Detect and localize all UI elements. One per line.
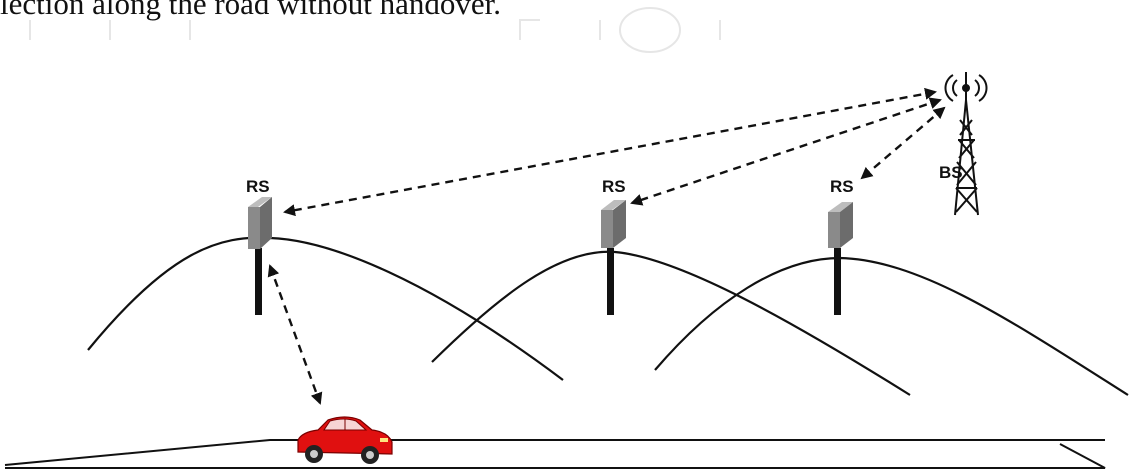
road (5, 440, 1105, 468)
relay-station-1 (248, 197, 272, 249)
relay-poles (255, 248, 841, 315)
link-bs-rs2 (632, 100, 940, 203)
caption-fragment: lection along the road without handover. (0, 0, 501, 22)
car-icon (298, 417, 392, 464)
link-rs1-car (270, 266, 320, 403)
rs-label-1: RS (246, 177, 270, 196)
coverage-curve-3 (655, 258, 1128, 395)
rs-label-2: RS (602, 177, 626, 196)
relay-station-2 (601, 200, 626, 248)
link-bs-rs3 (862, 108, 944, 178)
relay-station-icon (248, 197, 853, 249)
rs-label-3: RS (830, 177, 854, 196)
cell-tower-icon (945, 72, 986, 215)
relay-station-3 (828, 202, 853, 248)
bs-label: BS (939, 163, 963, 182)
